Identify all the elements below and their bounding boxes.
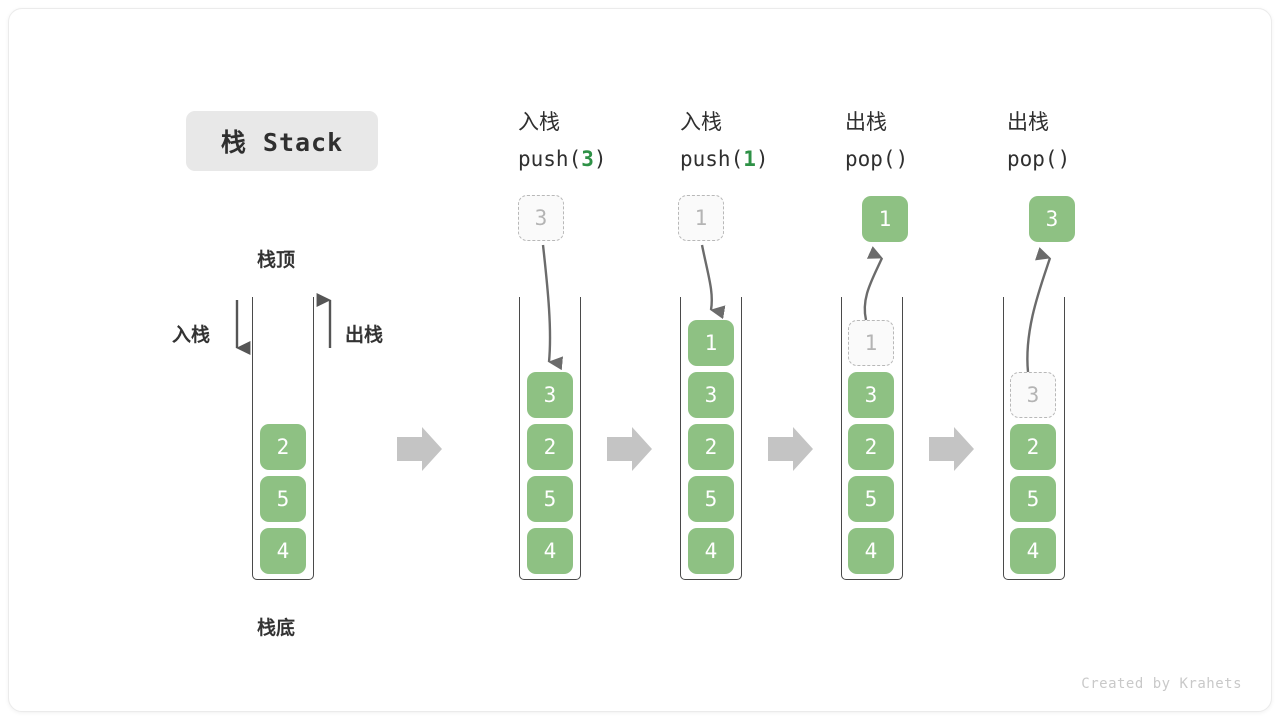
column-header-code: pop() (845, 147, 909, 171)
credit-text: Created by Krahets (1081, 676, 1242, 692)
stack-element: 4 (260, 528, 306, 574)
stack-container-pop-3 (1003, 297, 1065, 580)
stack-element: 2 (688, 424, 734, 470)
stack-element: 2 (527, 424, 573, 470)
column-header-push-1: 入栈 push(1) (680, 104, 850, 178)
stack-top-label: 栈顶 (257, 250, 296, 271)
stack-element: 1 (688, 320, 734, 366)
stack-container-initial (252, 297, 314, 580)
stack-element: 3 (848, 372, 894, 418)
stack-element: 4 (688, 528, 734, 574)
column-header-cjk: 出栈 (1007, 111, 1049, 134)
removed-element-ghost: 1 (848, 320, 894, 366)
page-title: 栈 Stack (186, 111, 378, 171)
stack-container-pop-1 (841, 297, 903, 580)
stack-bottom-label: 栈底 (257, 618, 296, 639)
push-side-label: 入栈 (172, 325, 211, 346)
removed-element-ghost: 3 (1010, 372, 1056, 418)
stack-element: 5 (260, 476, 306, 522)
column-header-push-3: 入栈 push(3) (518, 104, 688, 178)
stack-container-push-3 (519, 297, 581, 580)
stack-element: 5 (848, 476, 894, 522)
column-header-code: pop() (1007, 147, 1071, 171)
stack-element: 3 (688, 372, 734, 418)
stack-element: 4 (1010, 528, 1056, 574)
incoming-element-ghost: 1 (678, 195, 724, 241)
column-header-cjk: 入栈 (518, 111, 560, 134)
column-header-pop-1: 出栈 pop() (845, 104, 1015, 178)
push-argument: 1 (743, 147, 756, 171)
stack-element: 5 (688, 476, 734, 522)
column-header-code: push(1) (680, 147, 769, 171)
stack-element: 2 (260, 424, 306, 470)
popped-element: 1 (862, 196, 908, 242)
stack-container-push-1 (680, 297, 742, 580)
incoming-element-ghost: 3 (518, 195, 564, 241)
pop-side-label: 出栈 (345, 325, 384, 346)
popped-element: 3 (1029, 196, 1075, 242)
column-header-pop-3: 出栈 pop() (1007, 104, 1177, 178)
stack-element: 5 (527, 476, 573, 522)
push-argument: 3 (581, 147, 594, 171)
stack-element: 2 (848, 424, 894, 470)
column-header-cjk: 入栈 (680, 111, 722, 134)
stack-element: 4 (527, 528, 573, 574)
column-header-code: push(3) (518, 147, 607, 171)
stack-element: 3 (527, 372, 573, 418)
stack-element: 5 (1010, 476, 1056, 522)
column-header-cjk: 出栈 (845, 111, 887, 134)
stack-element: 2 (1010, 424, 1056, 470)
stack-element: 4 (848, 528, 894, 574)
